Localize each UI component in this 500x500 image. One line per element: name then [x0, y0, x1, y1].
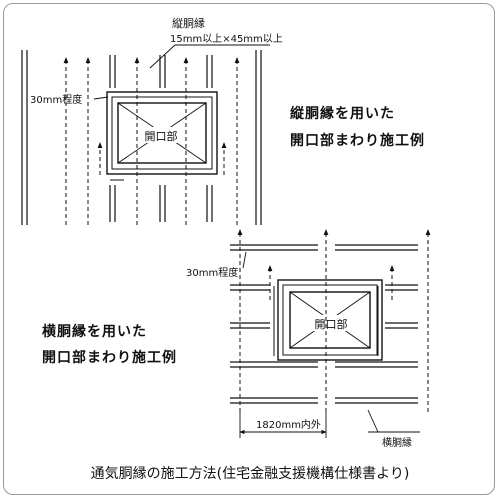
spacing-label: 1820mm内外 [256, 418, 321, 431]
gap-label-top: 30mm程度 [30, 93, 82, 106]
spacing-dimension [239, 410, 327, 438]
horizontal-batten-diagram: 開口部 1820mm内外 30mm程度 横胴縁 横胴縁を用いた 開口部まわり施工… [42, 229, 431, 449]
bottom-title-line2: 開口部まわり施工例 [42, 349, 177, 366]
top-title-line2: 開口部まわり施工例 [290, 132, 425, 149]
opening-label-top: 開口部 [145, 129, 178, 143]
gap-label-bottom: 30mm程度 [186, 266, 238, 279]
leader-lines-top [93, 44, 270, 100]
airflow-arrows-bottom [237, 229, 431, 412]
opening-label-bg-top [138, 127, 184, 143]
airflow-arrows-top [63, 57, 240, 225]
figure-caption: 通気胴縁の施工方法(住宅金融支援機構仕様書より) [91, 466, 410, 482]
batten-label-bottom: 横胴縁 [382, 436, 412, 449]
leader-lines-bottom [242, 251, 420, 433]
vertical-batten-diagram: 開口部 縦胴縁 15mm以上×45mm以上 30mm程度 縦胴縁を用いた 開口部… [21, 16, 425, 225]
opening-label-bg-bottom [308, 315, 354, 331]
top-title-line1: 縦胴縁を用いた [290, 105, 395, 122]
horizontal-battens [230, 244, 418, 404]
batten-label-top: 縦胴縁 [172, 16, 205, 30]
vertical-battens [21, 50, 262, 225]
batten-dimension-label: 15mm以上×45mm以上 [170, 33, 283, 45]
figure-frame [3, 3, 495, 495]
opening-label-bottom: 開口部 [315, 317, 348, 331]
bottom-title-line1: 横胴縁を用いた [42, 323, 147, 340]
